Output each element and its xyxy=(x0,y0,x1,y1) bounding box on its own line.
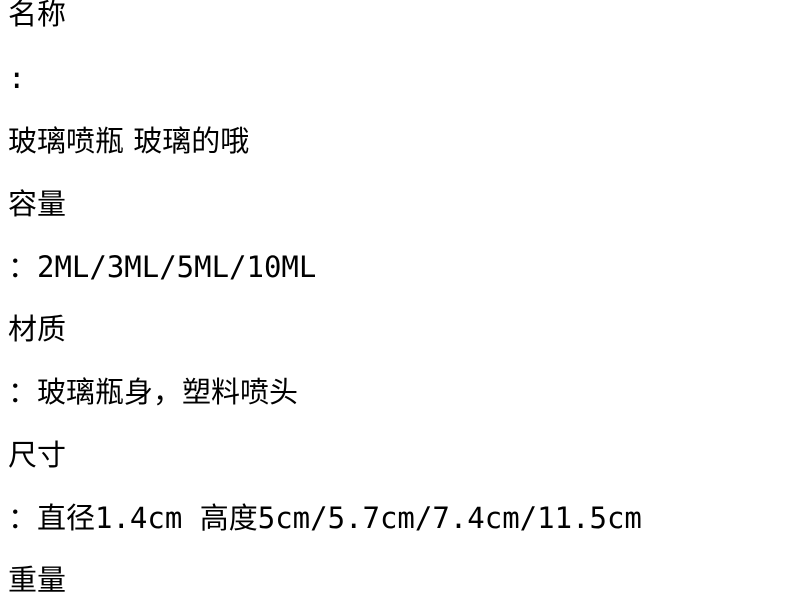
label-material: 材质 xyxy=(8,312,67,346)
label-weight: 重量 xyxy=(8,563,67,597)
label-name: 名称 xyxy=(8,0,67,31)
label-capacity: 容量 xyxy=(8,187,67,221)
value-name: 玻璃喷瓶 玻璃的哦 xyxy=(8,124,250,158)
value-size: ：直径1.4cm 高度5cm/5.7cm/7.4cm/11.5cm xyxy=(8,501,642,535)
value-material: ：玻璃瓶身，塑料喷头 xyxy=(8,375,299,409)
separator-colon: : xyxy=(8,61,26,95)
value-capacity: ：2ML/3ML/5ML/10ML xyxy=(8,250,317,284)
label-size: 尺寸 xyxy=(8,438,67,472)
